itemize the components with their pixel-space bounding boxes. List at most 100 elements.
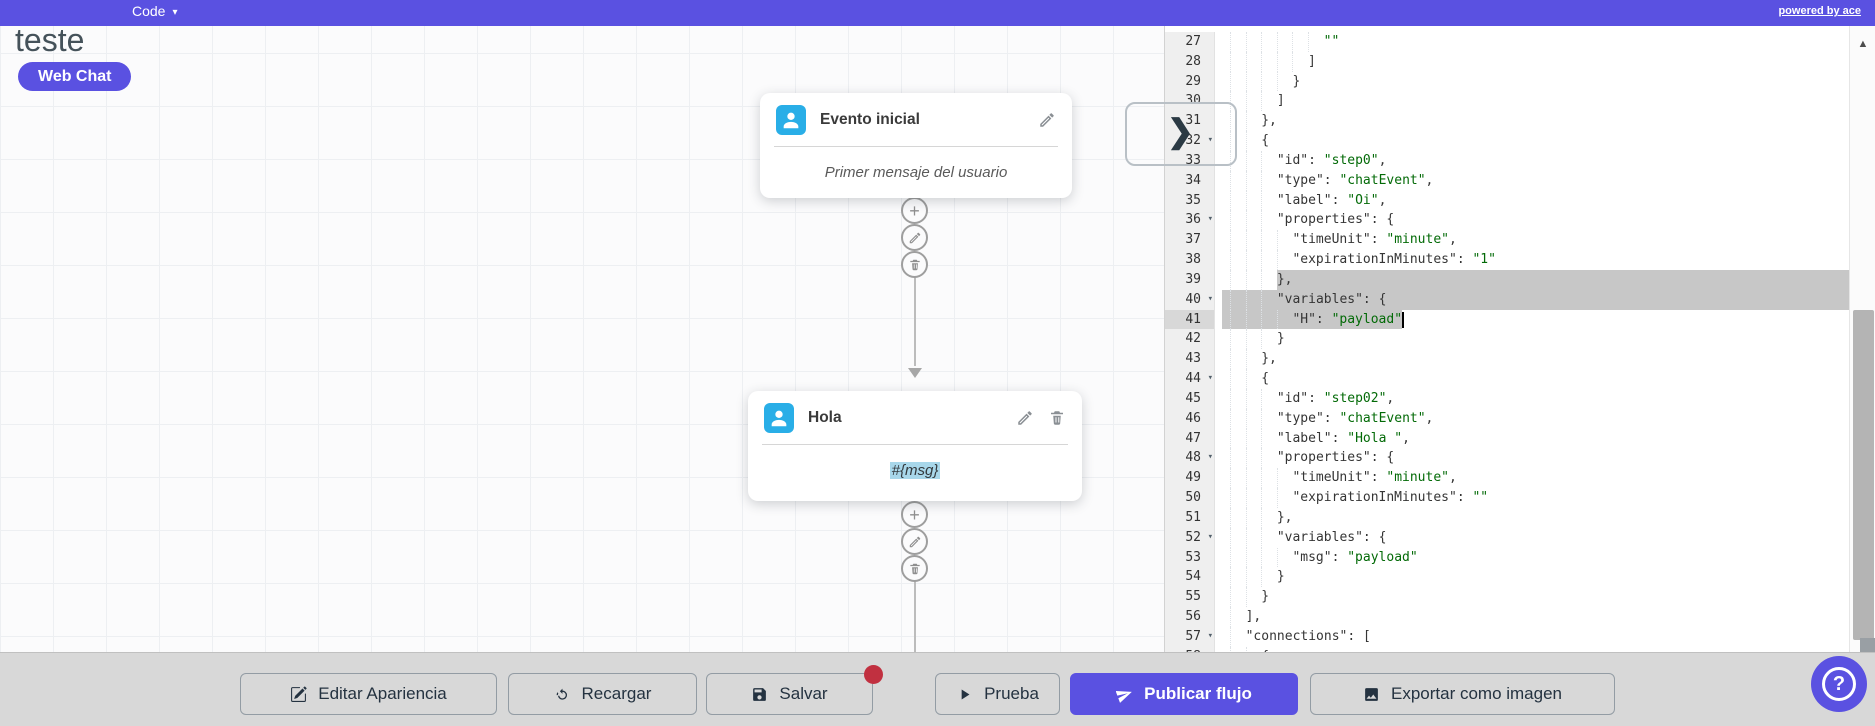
code-line-40[interactable]: 40▾"variables": { xyxy=(1165,289,1849,310)
delete-node-icon[interactable] xyxy=(1048,409,1066,427)
code-line-39[interactable]: 39}, xyxy=(1165,269,1849,290)
code-line-46[interactable]: 46"type": "chatEvent", xyxy=(1165,408,1849,429)
code-line-30[interactable]: 30] xyxy=(1165,91,1849,112)
indent-guide xyxy=(1261,408,1277,429)
add-connector-button[interactable]: + xyxy=(901,501,928,528)
user-icon xyxy=(776,104,806,135)
indent-guide xyxy=(1245,349,1262,370)
code-line-38[interactable]: 38"expirationInMinutes": "1" xyxy=(1165,250,1849,270)
line-number: 38 xyxy=(1165,250,1215,270)
powered-by-ace-link[interactable]: powered by ace xyxy=(1778,5,1861,17)
indent-guide xyxy=(1261,190,1277,211)
add-connector-button[interactable]: + xyxy=(901,197,928,224)
button-label: Exportar como imagen xyxy=(1390,684,1563,703)
edit-connector-button[interactable] xyxy=(901,528,928,555)
json-punctuation: ], xyxy=(1245,609,1262,625)
code-line-33[interactable]: 33"id": "step0", xyxy=(1165,150,1849,171)
code-editor[interactable]: 27""28]29}30]31},32▾{33"id": "step0",34"… xyxy=(1165,26,1849,652)
code-line-32[interactable]: 32▾{ xyxy=(1165,131,1849,151)
json-string-value: "payload" xyxy=(1347,549,1418,565)
code-line-43[interactable]: 43}, xyxy=(1165,349,1849,370)
code-line-50[interactable]: 50"expirationInMinutes": "" xyxy=(1165,488,1849,508)
code-line-28[interactable]: 28] xyxy=(1165,51,1849,72)
test-button[interactable]: Prueba xyxy=(935,673,1060,715)
scroll-up-arrow-icon[interactable]: ▲ xyxy=(1857,38,1869,50)
code-line-53[interactable]: 53"msg": "payload" xyxy=(1165,547,1849,568)
code-line-34[interactable]: 34"type": "chatEvent", xyxy=(1165,170,1849,191)
indent-guide xyxy=(1245,250,1262,270)
reload-button[interactable]: Recargar xyxy=(508,673,697,715)
code-view-dropdown[interactable]: Code ▾ xyxy=(132,3,178,19)
code-line-31[interactable]: 31}, xyxy=(1165,111,1849,132)
indent-guide xyxy=(1230,190,1246,211)
edit-appearance-button[interactable]: Editar Apariencia xyxy=(240,673,497,715)
json-punctuation: { xyxy=(1261,133,1270,149)
fold-toggle-icon[interactable]: ▾ xyxy=(1208,647,1213,652)
indent-guide xyxy=(1276,230,1293,251)
code-line-29[interactable]: 29} xyxy=(1165,71,1849,92)
node-title: Evento inicial xyxy=(820,110,920,128)
publish-button[interactable]: Publicar flujo xyxy=(1070,673,1298,715)
indent-guide xyxy=(1261,170,1277,191)
code-line-41[interactable]: 41"H": "payload" xyxy=(1165,309,1849,330)
save-button[interactable]: Salvar xyxy=(706,673,873,715)
export-image-button[interactable]: Exportar como imagen xyxy=(1310,673,1615,715)
edit-node-icon[interactable] xyxy=(1016,409,1034,427)
flow-node-evento-inicial[interactable]: Evento inicial Primer mensaje del usuari… xyxy=(760,93,1072,198)
code-line-56[interactable]: 56], xyxy=(1165,607,1849,627)
help-button[interactable]: ? xyxy=(1811,656,1867,712)
json-punctuation: { xyxy=(1261,647,1269,652)
indent-guide xyxy=(1308,32,1324,52)
indent-guide xyxy=(1261,507,1277,528)
indent-guide xyxy=(1230,369,1246,389)
node-title: Hola xyxy=(808,408,842,426)
code-line-55[interactable]: 55} xyxy=(1165,587,1849,608)
chevron-down-icon: ▾ xyxy=(172,6,178,18)
flow-node-hola[interactable]: Hola #{msg} xyxy=(748,391,1082,501)
code-line-48[interactable]: 48▾"properties": { xyxy=(1165,448,1849,469)
indent-guide xyxy=(1245,408,1262,429)
indent-guide xyxy=(1245,170,1262,191)
fold-toggle-icon[interactable]: ▾ xyxy=(1207,630,1213,641)
collapse-code-panel-button[interactable]: ❯ xyxy=(1125,102,1237,166)
code-line-47[interactable]: 47"label": "Hola ", xyxy=(1165,428,1849,449)
indent-guide xyxy=(1245,289,1262,310)
fold-toggle-icon[interactable]: ▾ xyxy=(1207,373,1213,384)
scrollbar-thumb[interactable] xyxy=(1853,310,1874,640)
json-key: "msg" xyxy=(1292,549,1332,565)
code-line-57[interactable]: 57▾"connections": [ xyxy=(1165,626,1849,647)
json-key: "H" xyxy=(1292,311,1316,327)
fold-toggle-icon[interactable]: ▾ xyxy=(1207,293,1213,304)
indent-guide xyxy=(1276,250,1293,270)
fold-toggle-icon[interactable]: ▾ xyxy=(1207,214,1213,225)
code-line-44[interactable]: 44▾{ xyxy=(1165,369,1849,389)
edit-node-icon[interactable] xyxy=(1038,111,1056,129)
code-line-49[interactable]: 49"timeUnit": "minute", xyxy=(1165,468,1849,489)
fold-toggle-icon[interactable]: ▾ xyxy=(1207,135,1213,146)
code-line-27[interactable]: 27"" xyxy=(1165,32,1849,52)
code-line-58[interactable]: 58▾{ xyxy=(1165,646,1849,652)
delete-connector-button[interactable] xyxy=(901,555,928,582)
code-line-42[interactable]: 42} xyxy=(1165,329,1849,350)
code-line-36[interactable]: 36▾"properties": { xyxy=(1165,210,1849,231)
json-string-value: "chatEvent" xyxy=(1339,410,1426,426)
indent-guide xyxy=(1276,32,1293,52)
code-line-35[interactable]: 35"label": "Oi", xyxy=(1165,190,1849,211)
code-line-51[interactable]: 51}, xyxy=(1165,507,1849,528)
code-line-37[interactable]: 37"timeUnit": "minute", xyxy=(1165,230,1849,251)
question-mark-icon: ? xyxy=(1822,667,1856,701)
json-punctuation: : xyxy=(1456,252,1473,268)
edit-connector-button[interactable] xyxy=(901,224,928,251)
code-line-45[interactable]: 45"id": "step02", xyxy=(1165,388,1849,409)
code-line-54[interactable]: 54} xyxy=(1165,567,1849,588)
json-string-value: "Hola " xyxy=(1347,430,1403,446)
flow-canvas[interactable]: ‹ REGRESAR teste Web Chat Evento inicial… xyxy=(0,0,1164,652)
delete-connector-button[interactable] xyxy=(901,251,928,278)
code-line-52[interactable]: 52▾"variables": { xyxy=(1165,527,1849,548)
scrollbar[interactable]: ▲ xyxy=(1849,26,1875,652)
fold-toggle-icon[interactable]: ▾ xyxy=(1207,531,1213,542)
fold-toggle-icon[interactable]: ▾ xyxy=(1207,452,1213,463)
indent-guide xyxy=(1245,190,1262,211)
indent-guide xyxy=(1261,150,1277,171)
channel-badge: Web Chat xyxy=(18,62,132,91)
